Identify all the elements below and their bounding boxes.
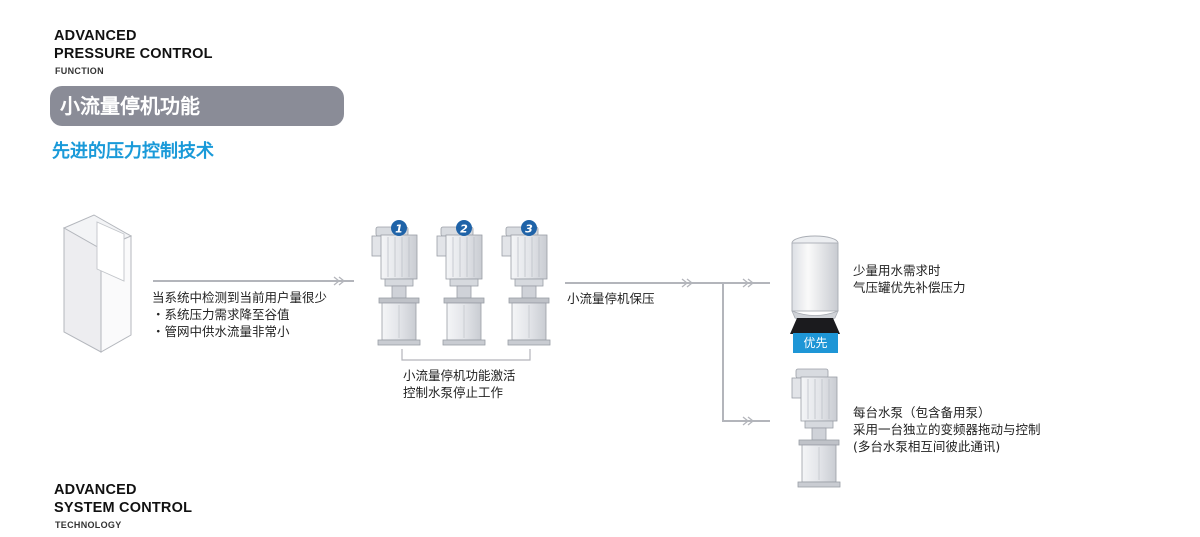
left-note-line2: ・系统压力需求降至谷值 (152, 307, 290, 322)
pump-number: 1 (395, 223, 403, 236)
pump-note-line2: 采用一台独立的变频器拖动与控制 (853, 422, 1041, 437)
tank-note-line2: 气压罐优先补偿压力 (853, 280, 966, 295)
priority-badge: 优先 (793, 333, 838, 353)
header-top-line1: ADVANCED (54, 28, 137, 44)
feature-title: 小流量停机功能 (60, 94, 200, 118)
left-note-line1: 当系统中检测到当前用户量很少 (152, 290, 328, 305)
tank-note-line1: 少量用水需求时 (853, 263, 941, 278)
pump-number: 3 (525, 223, 533, 236)
header-bottom-line2: SYSTEM CONTROL (54, 500, 193, 516)
pumps-note-line1: 小流量停机功能激活 (403, 368, 516, 383)
pump-icon (501, 226, 551, 346)
pump-number-badges: 1 2 3 (391, 220, 537, 236)
flow-label: 小流量停机保压 (567, 291, 655, 306)
pump-icon (791, 368, 841, 488)
flow-lines (153, 280, 770, 422)
left-note-line3: ・管网中供水流量非常小 (152, 324, 290, 339)
header-bottom-line1: ADVANCED (54, 482, 137, 498)
control-cabinet-icon (62, 214, 133, 353)
pump-note-line3: (多台水泵相互间彼此通讯) (853, 439, 1001, 454)
feature-title-pill (50, 86, 344, 126)
subtitle: 先进的压力控制技术 (52, 141, 214, 162)
header-top-line2: PRESSURE CONTROL (54, 46, 213, 62)
pump-number: 2 (460, 223, 468, 236)
header-bottom-sub: TECHNOLOGY (55, 520, 122, 530)
pump-icon (371, 226, 421, 346)
header-top-sub: FUNCTION (55, 66, 104, 76)
pump-note-line1: 每台水泵（包含备用泵） (853, 405, 991, 420)
pressure-tank-icon (790, 235, 840, 334)
pumps-note-line2: 控制水泵停止工作 (403, 385, 504, 400)
pump-icon (436, 226, 486, 346)
